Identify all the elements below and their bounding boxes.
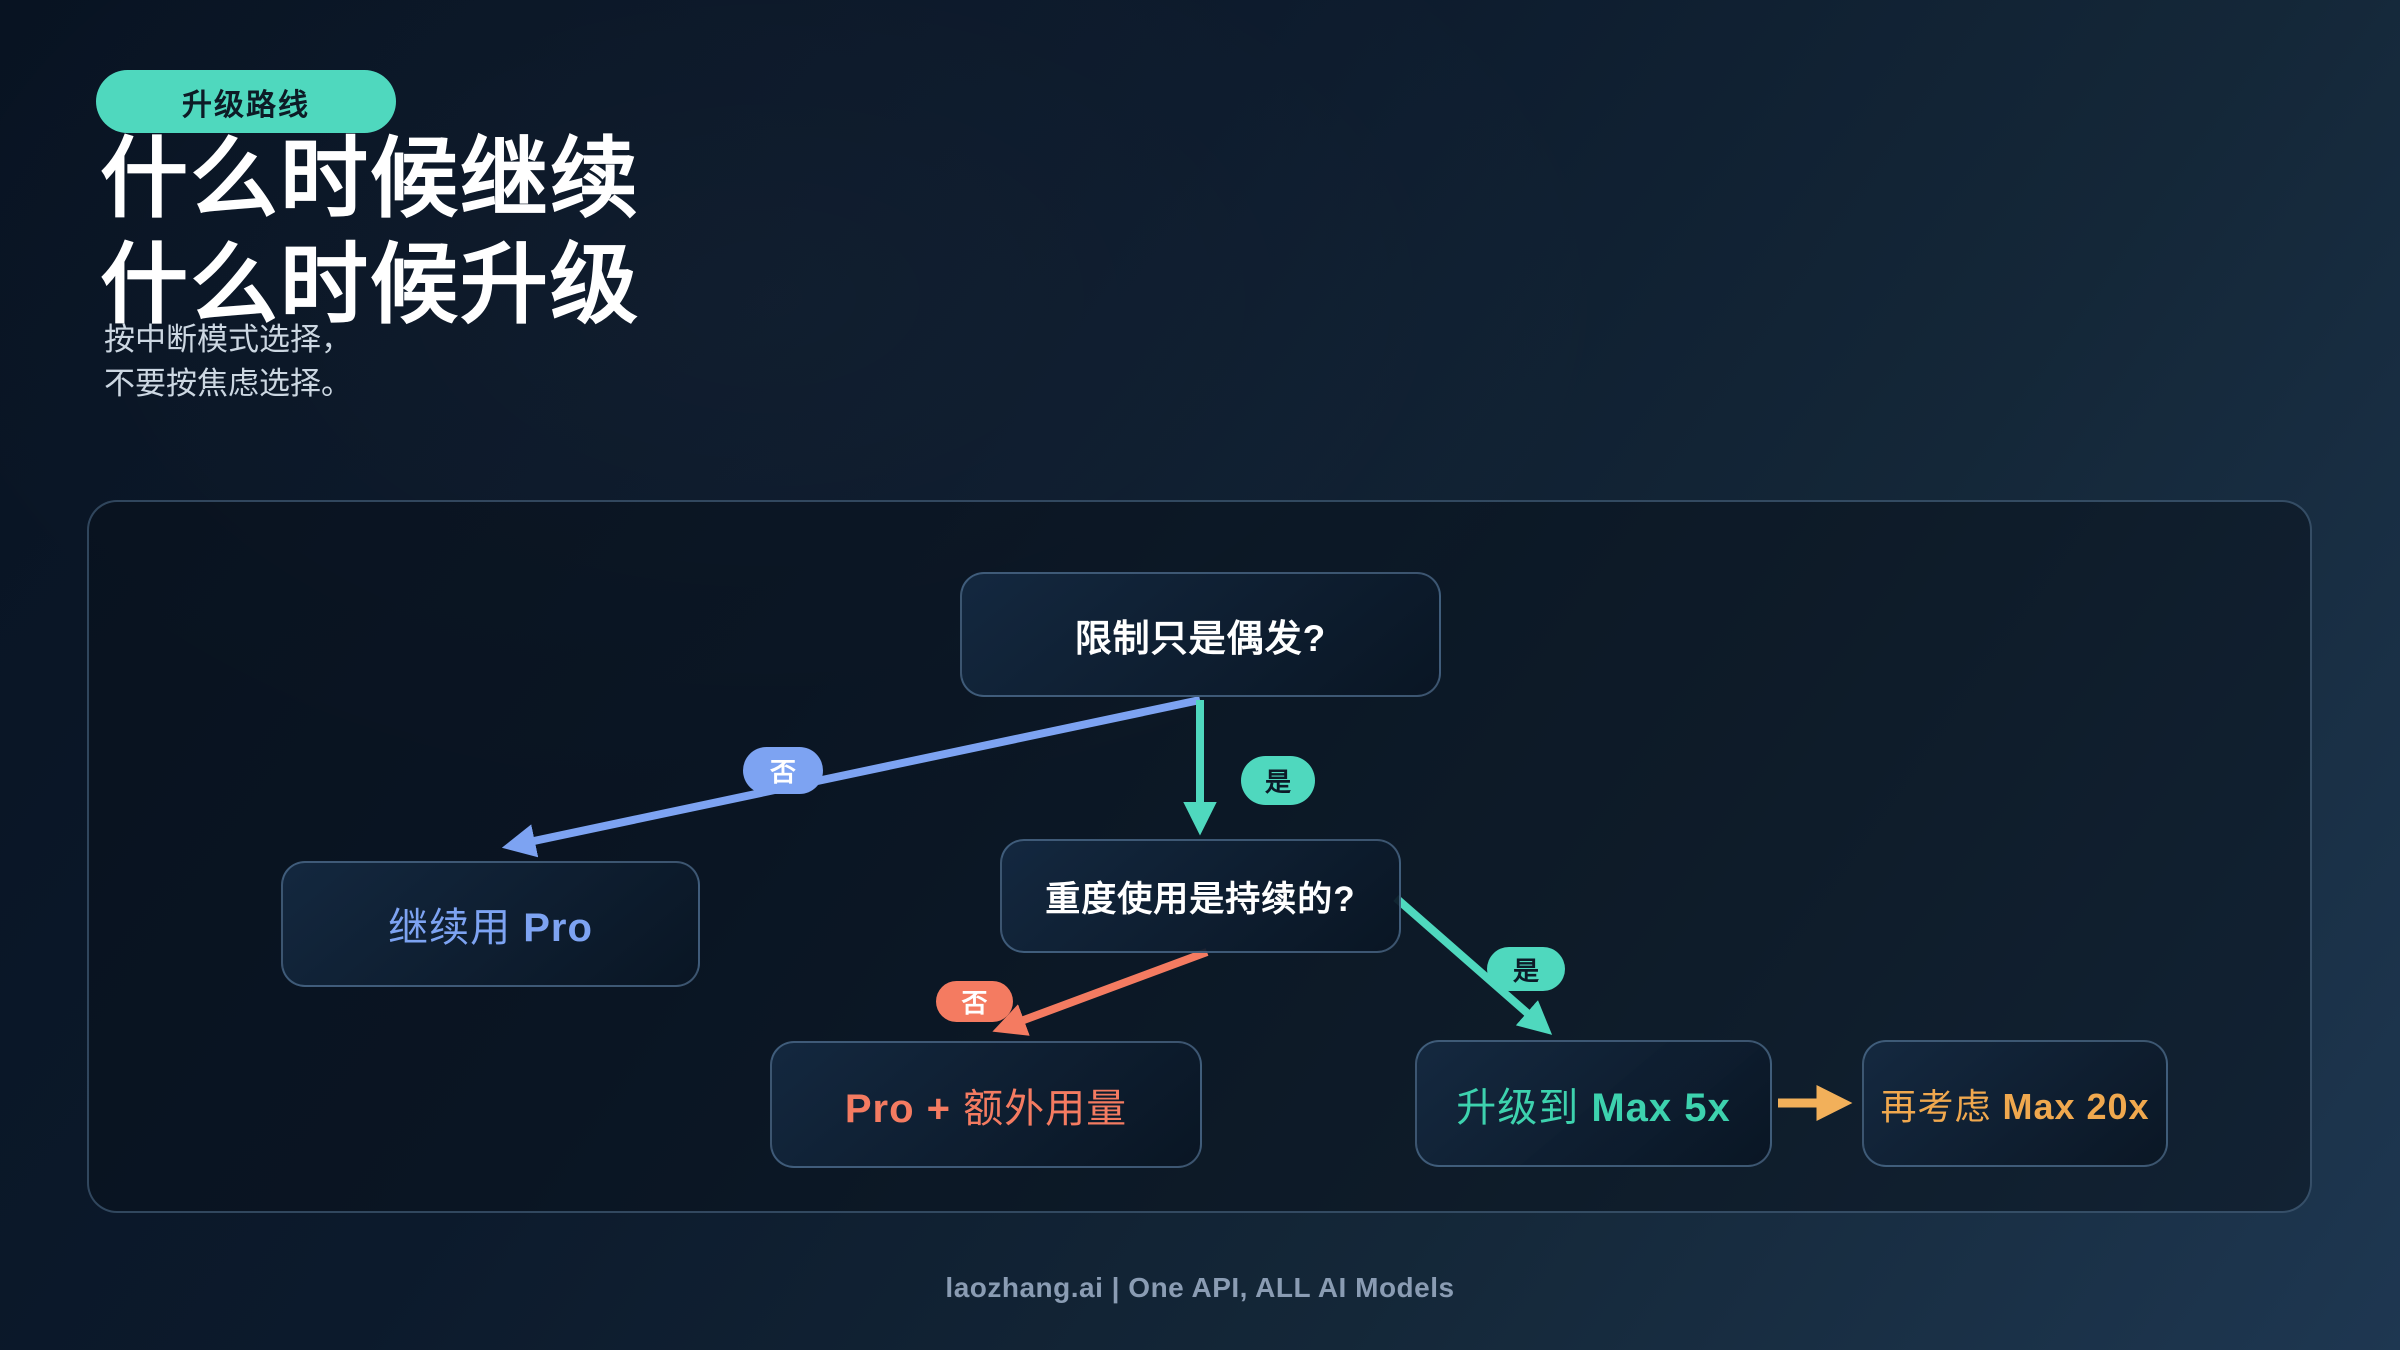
max5x-prefix: 升级到	[1456, 1085, 1592, 1130]
edge-label-yes-teal-2: 是	[1487, 947, 1565, 991]
flow-node-stay-on-pro: 继续用 Pro	[281, 861, 700, 987]
flow-node-pro-plus-extra-usage-label: Pro + 额外用量	[845, 1076, 1127, 1134]
pro-extra-plan: Pro +	[844, 1086, 952, 1131]
page-subtitle-line1: 按中断模式选择，	[104, 322, 352, 357]
flow-node-consider-max-20x: 再考虑 Max 20x	[1862, 1040, 2168, 1167]
flow-node-pro-plus-extra-usage: Pro + 额外用量	[770, 1041, 1202, 1168]
section-badge: 升级路线	[96, 70, 396, 133]
section-badge-label: 升级路线	[182, 88, 310, 122]
flow-node-limit-occasional-label: 限制只是偶发?	[1074, 617, 1327, 659]
flow-node-upgrade-max-5x: 升级到 Max 5x	[1415, 1040, 1772, 1167]
stay-on-pro-plan: Pro	[523, 906, 593, 950]
pro-extra-suffix: 额外用量	[951, 1086, 1128, 1131]
flow-node-heavy-usage-sustained-label: 重度使用是持续的?	[1045, 879, 1356, 919]
edge-label-no-salmon: 否	[936, 981, 1013, 1022]
edge-label-yes-teal: 是	[1241, 756, 1315, 805]
page-title-line2: 什么时候升级	[100, 234, 641, 334]
max20x-plan: Max 20x	[2002, 1085, 2150, 1127]
max5x-plan: Max 5x	[1591, 1085, 1731, 1130]
flow-node-consider-max-20x-label: 再考虑 Max 20x	[1880, 1078, 2149, 1130]
flow-node-upgrade-max-5x-label: 升级到 Max 5x	[1456, 1075, 1731, 1133]
footer-watermark: laozhang.ai | One API, ALL AI Models	[945, 1272, 1455, 1303]
edge-label-no-blue: 否	[743, 747, 823, 794]
page-title-line1: 什么时候继续	[100, 129, 641, 228]
page-title: 什么时候继续什么时候升级	[100, 126, 640, 337]
stay-on-pro-prefix: 继续用	[388, 906, 524, 950]
page-subtitle: 按中断模式选择， 不要按焦虑选择。	[104, 318, 352, 406]
flow-node-heavy-usage-sustained: 重度使用是持续的?	[1000, 839, 1401, 953]
flow-node-stay-on-pro-label: 继续用 Pro	[388, 895, 593, 953]
max20x-prefix: 再考虑	[1880, 1085, 2003, 1127]
flow-node-limit-occasional: 限制只是偶发?	[960, 572, 1441, 697]
page-subtitle-line2: 不要按焦虑选择。	[104, 366, 352, 402]
